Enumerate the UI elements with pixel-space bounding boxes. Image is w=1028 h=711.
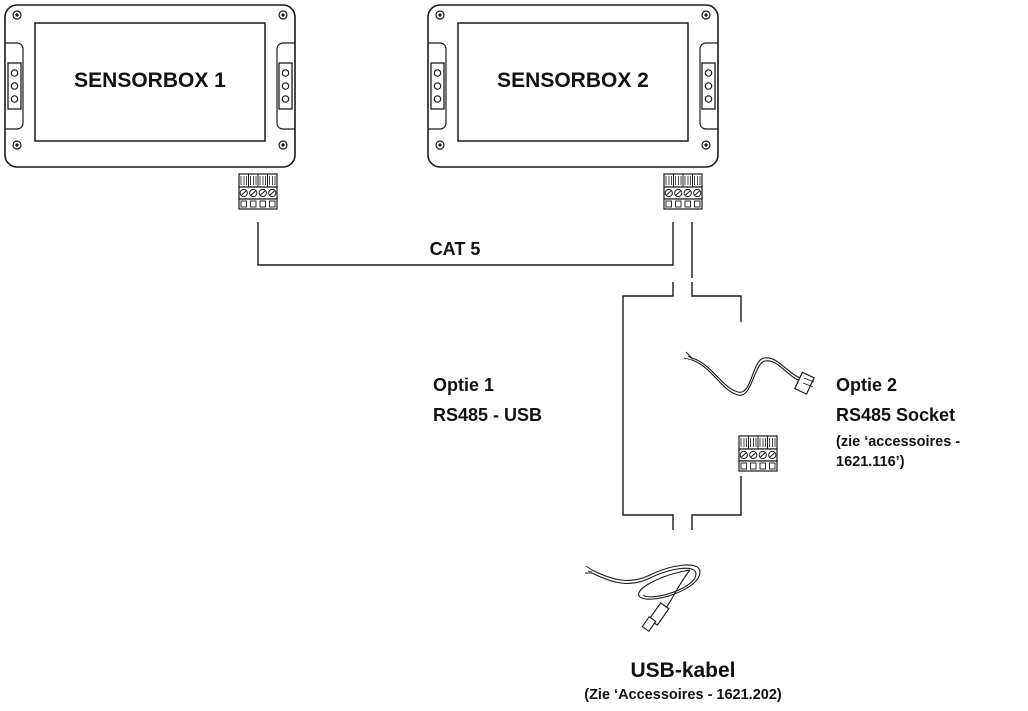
option-bracket <box>622 282 742 530</box>
option-1-subtitle: RS485 - USB <box>433 405 542 425</box>
option-2-title: Optie 2 <box>836 375 897 395</box>
terminal-block-icon <box>738 435 778 472</box>
terminal-block-icon <box>238 173 278 210</box>
option-1-title: Optie 1 <box>433 375 494 395</box>
sensorbox-2-label: SENSORBOX 2 <box>497 69 649 92</box>
usb-title: USB-kabel <box>630 659 735 682</box>
sensorbox-1-label: SENSORBOX 1 <box>74 69 226 92</box>
option-2-subtitle: RS485 Socket <box>836 405 955 425</box>
option-2-note-line-2: 1621.116’) <box>836 454 905 470</box>
usb-cable-icon <box>585 564 701 632</box>
terminal-block-icon <box>663 173 703 210</box>
cat5-label: CAT 5 <box>430 239 481 259</box>
usb-note: (Zie ‘Accessoires - 1621.202) <box>584 687 782 703</box>
cat5-cable <box>257 222 693 278</box>
option-2-note-line-1: (zie ‘accessoires - <box>836 434 960 450</box>
rs485-socket-cable-icon <box>683 351 815 396</box>
